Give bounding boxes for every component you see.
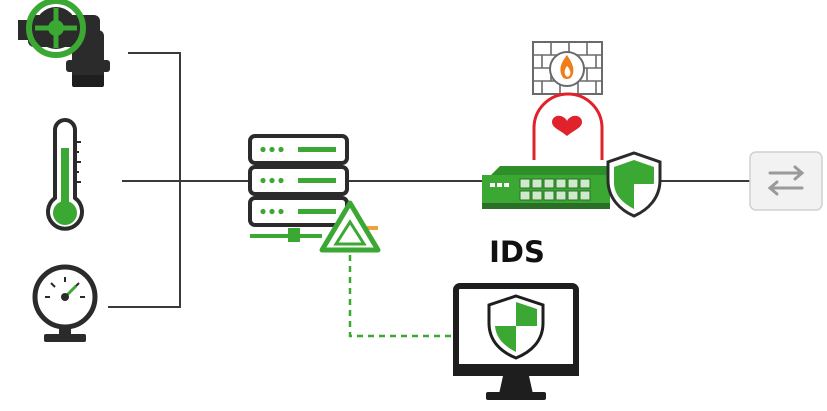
server-rack-icon: [248, 134, 349, 242]
valve-pipe-icon: [18, 0, 110, 87]
network-tap-triangle-icon: [319, 200, 381, 253]
ids-monitor-icon: [453, 283, 579, 400]
network-switch-icon: [482, 166, 620, 209]
firewall-brick-icon: [532, 41, 603, 95]
tap-to-ids-dashed-link: [348, 255, 456, 338]
exchange-arrows-icon[interactable]: [749, 151, 823, 211]
heart-icon: [552, 115, 582, 136]
security-shield-icon: [606, 151, 662, 218]
ids-shield-icon: [487, 294, 545, 360]
sensor-bracket-lines: [108, 52, 250, 308]
ids-label: IDS: [489, 235, 545, 269]
thermometer-icon: [46, 118, 84, 231]
pressure-gauge-icon: [32, 264, 98, 342]
secure-arch: [532, 92, 604, 160]
